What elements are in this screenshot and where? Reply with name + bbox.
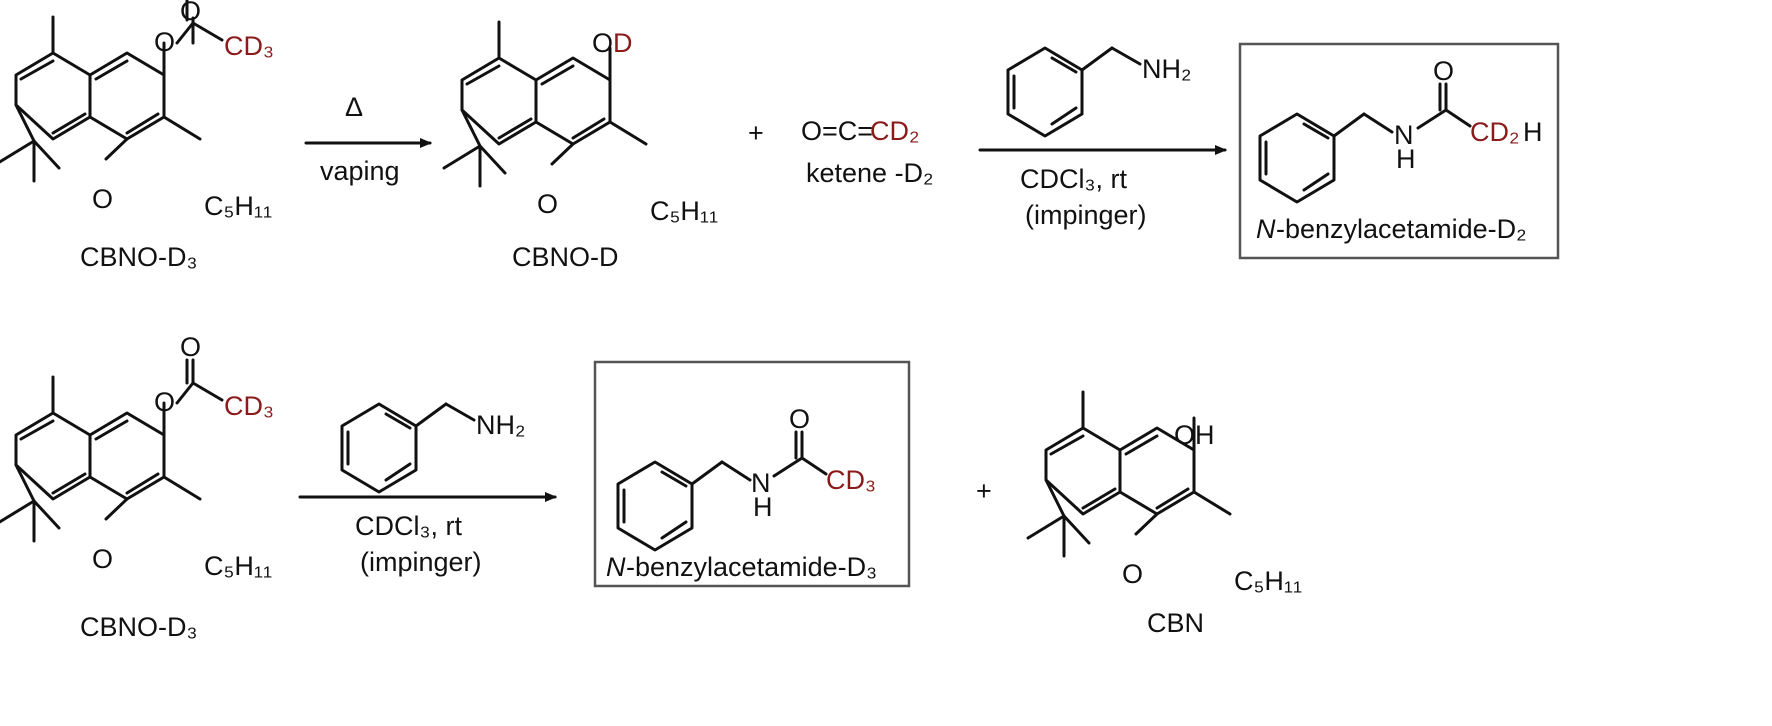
conditions-line-3: CDCl₃, rt	[355, 511, 462, 541]
amide-cd3-label: CD₃	[826, 465, 876, 495]
pentyl-label-3: C₅H₁₁	[204, 551, 272, 581]
amide-o-label-1: O	[1433, 56, 1454, 86]
amide-n-label-1: N	[1394, 120, 1414, 150]
cbno-d3-structure-top: O O O CD₃ C₅H₁₁	[0, 0, 274, 221]
carbonyl-oxygen-label: O	[180, 0, 201, 26]
acetyl-cd3-label-2: CD₃	[224, 391, 274, 421]
amide-cd2-label: CD₂	[1470, 117, 1519, 147]
boxed-product-d3: N H O CD₃ N -benzylacetamide-D₃	[593, 360, 911, 588]
boxed-name-italic-1: N	[1256, 214, 1276, 244]
boxed-name-1: -benzylacetamide-D₂	[1276, 214, 1527, 244]
cbno-d-structure: O O D C₅H₁₁	[442, 20, 718, 226]
acetyl-cd3-label: CD₃	[224, 31, 274, 61]
cbn-hydroxyl-label: OH	[1174, 420, 1215, 450]
amine-label-1: NH₂	[1142, 54, 1191, 84]
reactant-name-label-2: CBNO-D₃	[80, 612, 198, 642]
conditions-line-1: CDCl₃, rt	[1020, 164, 1127, 194]
carbonyl-oxygen-label-2: O	[180, 332, 201, 362]
amide-cd2h-label: H	[1523, 117, 1543, 147]
product-name-label: CBNO-D	[512, 242, 619, 272]
conditions-line-2: (impinger)	[1025, 200, 1147, 230]
amine-reagent-1: NH₂	[1006, 46, 1191, 138]
ring-oxygen-label-2: O	[537, 189, 558, 219]
amine-reagent-2: NH₂	[340, 402, 525, 494]
boxed-name-2: -benzylacetamide-D₃	[626, 552, 877, 582]
amide-o-label-2: O	[789, 404, 810, 434]
ester-oxygen-label-2: O	[154, 387, 175, 417]
vaping-label: vaping	[320, 156, 400, 186]
amide-h-label-2: H	[753, 492, 773, 522]
byproduct-name-label: CBN	[1147, 608, 1204, 638]
reaction-1: O O O CD₃ C₅H₁₁ CBNO-D₃ Δ vaping O O D C…	[0, 0, 1560, 272]
ring-oxygen-label-3: O	[92, 544, 113, 574]
ester-oxygen-label: O	[154, 27, 175, 57]
ketene-name-label: ketene -D₂	[806, 158, 934, 188]
cbn-structure: O OH C₅H₁₁	[1026, 390, 1302, 596]
ring-oxygen-label-4: O	[1122, 559, 1143, 589]
pentyl-label: C₅H₁₁	[204, 191, 272, 221]
ketene-formula-left: O=C=	[801, 116, 873, 146]
amide-h-label-1: H	[1396, 144, 1416, 174]
amide-n-label-2: N	[751, 468, 771, 498]
ketene-d2: O=C= CD₂ ketene -D₂	[801, 116, 934, 188]
reactant-name-label: CBNO-D₃	[80, 242, 198, 272]
cbno-d3-structure-bottom: O O O CD₃ C₅H₁₁	[0, 332, 274, 581]
reaction-2: O O O CD₃ C₅H₁₁ CBNO-D₃ NH₂ CDCl₃, rt (i…	[0, 332, 1302, 642]
reaction-arrow-1: CDCl₃, rt (impinger)	[978, 145, 1227, 230]
heat-delta-label: Δ	[345, 92, 363, 122]
boxed-name-italic-2: N	[606, 552, 626, 582]
reaction-arrow-2: CDCl₃, rt (impinger)	[298, 492, 557, 577]
conditions-line-4: (impinger)	[360, 547, 482, 577]
deuteroxyl-o-label: O	[592, 28, 613, 58]
deuteroxyl-d-label: D	[613, 28, 633, 58]
pentyl-label-4: C₅H₁₁	[1234, 566, 1302, 596]
vaping-arrow: Δ vaping	[304, 92, 432, 186]
ring-oxygen-label: O	[92, 184, 113, 214]
ketene-formula-right: CD₂	[870, 116, 919, 146]
pentyl-label-2: C₅H₁₁	[650, 196, 718, 226]
plus-sign-1: +	[748, 118, 764, 148]
amine-label-2: NH₂	[476, 410, 525, 440]
plus-sign-2: +	[976, 476, 992, 506]
boxed-product-d2: N H O CD₂ H N -benzylacetamide-D₂	[1238, 42, 1560, 260]
